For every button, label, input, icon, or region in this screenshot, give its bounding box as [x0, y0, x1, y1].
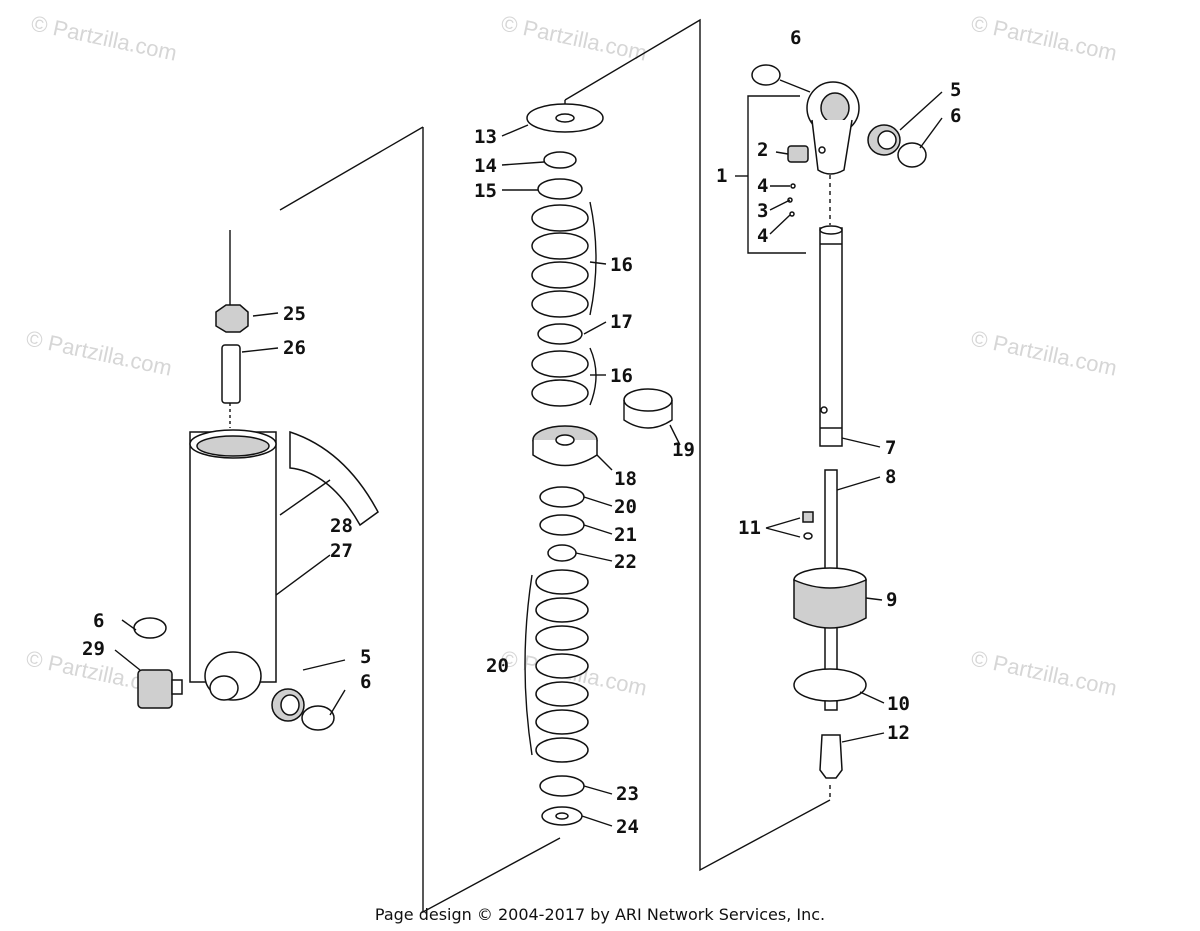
- snap-ring-part[interactable]: [133, 617, 167, 639]
- callout-3[interactable]: 3: [757, 200, 768, 222]
- shim-part[interactable]: [535, 737, 589, 763]
- leader-lines: [114, 91, 943, 827]
- shim-part[interactable]: [535, 625, 589, 651]
- nut-part[interactable]: [215, 304, 249, 333]
- snap-ring-part[interactable]: [897, 142, 927, 168]
- shock-body-assembly: [133, 304, 379, 731]
- callout-23[interactable]: 23: [616, 783, 639, 805]
- callout-19[interactable]: 19: [672, 439, 695, 461]
- callout-20[interactable]: 20: [614, 496, 637, 518]
- piston-ring-part[interactable]: [623, 388, 673, 412]
- right-boundary-line: [564, 18, 831, 872]
- fitting-part[interactable]: [137, 669, 173, 709]
- shim-part[interactable]: [537, 178, 583, 200]
- callout-5[interactable]: 5: [360, 646, 371, 668]
- callout-4[interactable]: 4: [757, 225, 768, 247]
- callout-labels: 6 5 6 2 1 4 3 4 7 8 11 9 10 12 13 14 15 …: [82, 27, 961, 838]
- callout-21[interactable]: 21: [614, 524, 637, 546]
- reference-lines: [229, 18, 831, 914]
- shim-part[interactable]: [531, 204, 589, 232]
- callout-9[interactable]: 9: [886, 589, 897, 611]
- valve-stack: [524, 103, 673, 826]
- watermark-text: © Partzilla.com: [969, 325, 1119, 380]
- callout-16[interactable]: 16: [610, 365, 633, 387]
- shock-body-part[interactable]: [189, 431, 277, 683]
- callout-6[interactable]: 6: [950, 105, 961, 127]
- callout-17[interactable]: 17: [610, 311, 633, 333]
- callout-5[interactable]: 5: [950, 79, 961, 101]
- callout-28[interactable]: 28: [330, 515, 353, 537]
- callout-24[interactable]: 24: [616, 816, 639, 838]
- callout-4[interactable]: 4: [757, 175, 768, 197]
- callout-6[interactable]: 6: [93, 610, 104, 632]
- shaft-assembly: [735, 64, 927, 779]
- rod-end-part[interactable]: [819, 734, 843, 779]
- left-top-line: [279, 126, 424, 211]
- screw-part[interactable]: [802, 511, 814, 523]
- callout-29[interactable]: 29: [82, 638, 105, 660]
- sleeve-part[interactable]: [221, 344, 241, 404]
- callout-14[interactable]: 14: [474, 155, 497, 177]
- callout-26[interactable]: 26: [283, 337, 306, 359]
- callout-10[interactable]: 10: [887, 693, 910, 715]
- watermark-text: © Partzilla.com: [24, 325, 174, 380]
- watermark-text: © Partzilla.com: [29, 10, 179, 65]
- shim-part[interactable]: [531, 261, 589, 289]
- callout-13[interactable]: 13: [474, 126, 497, 148]
- callout-6[interactable]: 6: [360, 671, 371, 693]
- washer-part[interactable]: [543, 151, 577, 169]
- callout-8[interactable]: 8: [885, 466, 896, 488]
- callout-15[interactable]: 15: [474, 180, 497, 202]
- shim-part[interactable]: [537, 323, 583, 345]
- shim-part[interactable]: [531, 379, 589, 407]
- footer-copyright: Page design © 2004-2017 by ARI Network S…: [375, 905, 825, 924]
- shim-part[interactable]: [535, 569, 589, 595]
- callout-2[interactable]: 2: [757, 139, 768, 161]
- callout-20[interactable]: 20: [486, 655, 509, 677]
- callout-12[interactable]: 12: [887, 722, 910, 744]
- shim-part[interactable]: [531, 350, 589, 378]
- decal-part[interactable]: [289, 430, 379, 527]
- shim-part[interactable]: [539, 514, 585, 536]
- callout-16[interactable]: 16: [610, 254, 633, 276]
- seal-part[interactable]: [793, 668, 867, 702]
- shim-part[interactable]: [531, 232, 589, 260]
- assembly-bracket: [747, 95, 806, 254]
- callout-7[interactable]: 7: [885, 437, 896, 459]
- left-boundary-line: [422, 127, 561, 914]
- callout-1[interactable]: 1: [716, 165, 727, 187]
- callout-27[interactable]: 27: [330, 540, 353, 562]
- watermark-text: © Partzilla.com: [969, 10, 1119, 65]
- callout-22[interactable]: 22: [614, 551, 637, 573]
- shim-part[interactable]: [531, 290, 589, 318]
- callout-11[interactable]: 11: [738, 517, 761, 539]
- shim-part[interactable]: [547, 544, 577, 562]
- callout-18[interactable]: 18: [614, 468, 637, 490]
- shim-part[interactable]: [539, 775, 585, 797]
- shim-part[interactable]: [535, 681, 589, 707]
- shim-part[interactable]: [535, 653, 589, 679]
- callout-25[interactable]: 25: [283, 303, 306, 325]
- valve-part[interactable]: [787, 145, 809, 163]
- callout-6[interactable]: 6: [790, 27, 801, 49]
- shim-part[interactable]: [535, 597, 589, 623]
- watermark-text: © Partzilla.com: [499, 10, 649, 65]
- snap-ring-part[interactable]: [751, 64, 781, 86]
- watermark-text: © Partzilla.com: [969, 645, 1119, 700]
- shim-part[interactable]: [535, 709, 589, 735]
- snap-ring-part[interactable]: [301, 705, 335, 731]
- shim-part[interactable]: [539, 486, 585, 508]
